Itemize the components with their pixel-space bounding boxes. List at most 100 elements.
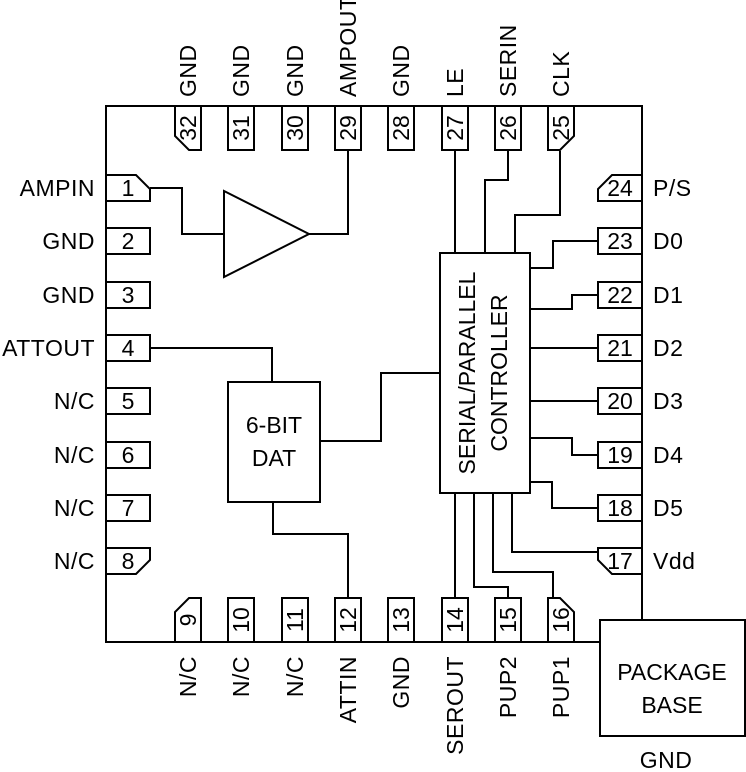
wire-ampin-to-amp — [150, 187, 224, 235]
pin-8-number: 8 — [122, 548, 135, 574]
pin-13-label: GND — [388, 656, 414, 709]
pin-2-label: GND — [42, 228, 95, 254]
pin-25-box — [547, 105, 575, 151]
pin-26-number: 26 — [495, 115, 521, 141]
pin-3-number: 3 — [122, 282, 135, 308]
pin-5-number: 5 — [122, 388, 135, 414]
pin-19-number: 19 — [607, 442, 633, 468]
pin-30-box — [281, 105, 309, 151]
pin-32-number: 32 — [175, 115, 201, 141]
wire-dat-to-attin — [272, 502, 349, 598]
pin-7-number: 7 — [122, 495, 135, 521]
pin-17-label: Vdd — [653, 548, 695, 574]
pin-11-label: N/C — [282, 656, 308, 697]
pin-9-label: N/C — [175, 656, 201, 697]
pin-16-number: 16 — [548, 607, 574, 633]
pin-15-number: 15 — [495, 607, 521, 633]
pin-28-label: GND — [388, 44, 414, 97]
pin-29-number: 29 — [335, 115, 361, 141]
controller-block-line2: CONTROLLER — [486, 294, 512, 451]
pin-8-label: N/C — [54, 548, 95, 574]
package-base-line1: PACKAGE — [617, 659, 727, 685]
pin-5-label: N/C — [54, 388, 95, 414]
pin-19-box — [597, 441, 643, 469]
pin-9-number: 9 — [175, 614, 201, 627]
pin-1-label: AMPIN — [20, 175, 95, 201]
pin-32-box — [174, 105, 202, 151]
dat-block: 6-BIT DAT — [227, 381, 321, 503]
pin-19-label: D4 — [653, 442, 683, 468]
wires — [150, 150, 598, 598]
wire-amp-to-ampout — [309, 150, 349, 235]
pin-6-number: 6 — [122, 442, 135, 468]
wire-serin — [484, 150, 509, 253]
pin-4-number: 4 — [122, 335, 135, 361]
pin-6-box — [105, 441, 151, 469]
pin-4-box — [105, 334, 151, 362]
pin-20-label: D3 — [653, 388, 683, 414]
pin-3-label: GND — [42, 282, 95, 308]
pin-15-box — [494, 597, 522, 643]
dat-block-line2: DAT — [252, 445, 296, 471]
pin-30-number: 30 — [282, 115, 308, 141]
pin-14-box — [441, 597, 469, 643]
wire-d4 — [530, 437, 598, 456]
pin-31-number: 31 — [228, 115, 254, 141]
pin-29-label: AMPOUT — [335, 0, 361, 97]
pin-23-box — [597, 227, 643, 255]
amplifier-symbol — [223, 189, 312, 279]
pin-13-number: 13 — [388, 607, 414, 633]
wire-vdd — [511, 493, 598, 553]
pins: 32GND31GND30GND29AMPOUT28GND27LE26SERIN2… — [2, 0, 695, 755]
pin-8-box — [105, 547, 151, 575]
wire-d0 — [530, 240, 598, 269]
pin-9-box — [174, 597, 202, 643]
pin-24-box — [597, 174, 643, 202]
package-base-box — [599, 619, 746, 737]
pin-27-number: 27 — [442, 115, 468, 141]
pin-1-box — [105, 174, 151, 202]
pin-31-box — [227, 105, 255, 151]
pin-26-label: SERIN — [495, 24, 521, 97]
pin-31-label: GND — [228, 44, 254, 97]
pin-23-label: D0 — [653, 228, 683, 254]
pin-10-box — [227, 597, 255, 643]
pin-15-label: PUP2 — [495, 656, 521, 718]
pin-10-label: N/C — [228, 656, 254, 697]
pin-32-label: GND — [175, 44, 201, 97]
pin-25-number: 25 — [548, 115, 574, 141]
pin-14-number: 14 — [442, 607, 468, 633]
pin-16-box — [547, 597, 575, 643]
pin-30-label: GND — [282, 44, 308, 97]
pin-18-box — [597, 494, 643, 522]
pin-2-number: 2 — [122, 228, 135, 254]
pin-22-number: 22 — [607, 282, 633, 308]
pin-7-label: N/C — [54, 495, 95, 521]
pin-11-box — [281, 597, 309, 643]
pin-1-number: 1 — [122, 175, 135, 201]
pin-12-label: ATTIN — [335, 656, 361, 723]
pin-5-box — [105, 387, 151, 415]
pin-24-label: P/S — [653, 175, 692, 201]
wire-pup2 — [473, 493, 509, 598]
controller-block: SERIAL/PARALLEL CONTROLLER — [439, 252, 531, 494]
pin-18-number: 18 — [607, 495, 633, 521]
pin-20-box — [597, 387, 643, 415]
wire-d1 — [530, 294, 598, 310]
pin-4-label: ATTOUT — [2, 335, 95, 361]
pin-26-box — [494, 105, 522, 151]
chip-outline — [105, 105, 643, 643]
pin-14-label: SEROUT — [442, 656, 468, 755]
pin-13-box — [387, 597, 415, 643]
pin-23-number: 23 — [607, 228, 633, 254]
pin-17-box — [597, 547, 643, 575]
controller-block-box — [439, 252, 531, 494]
pin-6-label: N/C — [54, 442, 95, 468]
wire-dat-to-controller — [320, 372, 440, 442]
wire-attout-to-dat — [150, 347, 273, 382]
pin-17-number: 17 — [607, 548, 633, 574]
pin-12-number: 12 — [335, 607, 361, 633]
pin-25-label: CLK — [548, 51, 574, 97]
pin-27-label: LE — [442, 68, 468, 97]
